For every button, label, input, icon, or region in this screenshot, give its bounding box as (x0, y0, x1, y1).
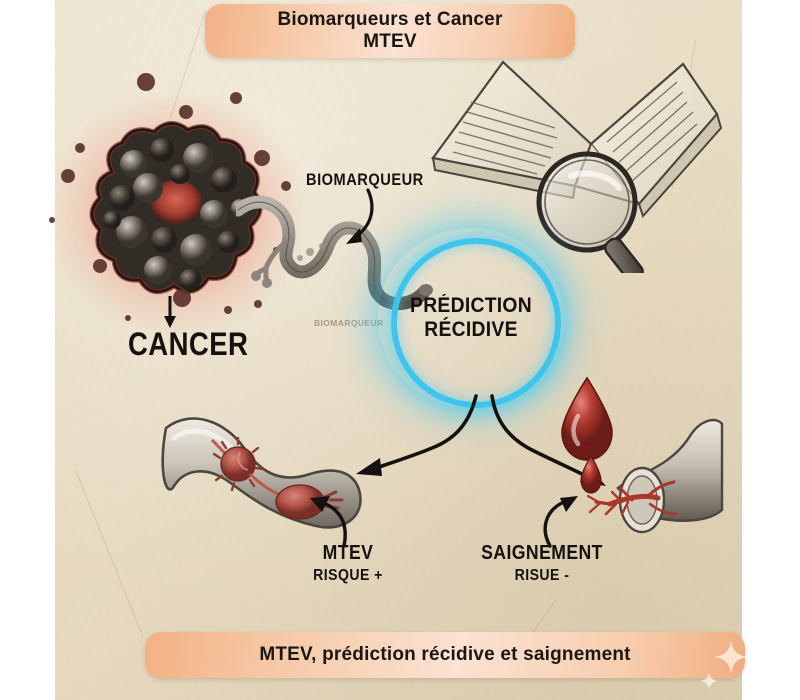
label-cancer: CANCER (128, 326, 249, 362)
biomarker-micro-caption: BIOMARQUEUR (314, 318, 384, 328)
label-mtev-sub: RISQUE + (313, 567, 383, 584)
free-tumor-cells (49, 73, 291, 321)
blood-drop-vessel-illustration (561, 376, 724, 534)
arrow-to-biomarker (346, 188, 374, 244)
open-book-magnifier-illustration (431, 60, 723, 273)
label-saignement-title: SAIGNEMENT (481, 542, 603, 564)
arrow-to-bleeding (543, 496, 578, 548)
prediction-circle-ring (391, 238, 561, 408)
arrow-prediction-to-mtev (356, 394, 478, 476)
biomarker-strand-illustration (236, 195, 433, 310)
prediction-circle: PRÉDICTION RÉCIDIVE (378, 228, 564, 408)
prediction-line-1: PRÉDICTION (410, 294, 532, 318)
banner-top-line-2: MTEV (363, 31, 417, 52)
arrow-to-thrombus (310, 496, 347, 548)
tumor-cluster-illustration (89, 121, 263, 295)
prediction-line-2: RÉCIDIVE (424, 318, 518, 341)
banner-top-line-1: Biomarqueurs et Cancer (277, 8, 503, 30)
banner-top: Biomarqueurs et Cancer MTEV (205, 4, 575, 58)
label-biomarqueur: BIOMARQUEUR (306, 170, 424, 189)
label-saignement-sub: RISUE - (514, 567, 570, 584)
label-mtev-title: MTEV (322, 542, 374, 564)
paper-crease (75, 469, 144, 637)
prediction-circle-label: PRÉDICTION RÉCIDIVE (385, 228, 556, 408)
sparkle-small-icon (700, 672, 718, 690)
label-mtev-outcome: MTEV RISQUE + (268, 542, 428, 585)
label-saignement-outcome: SAIGNEMENT RISUE - (452, 542, 632, 585)
sparkle-icon (714, 640, 748, 674)
arrow-to-cancer (164, 296, 176, 328)
banner-bottom: MTEV, prédiction récidive et saignement (145, 632, 745, 678)
